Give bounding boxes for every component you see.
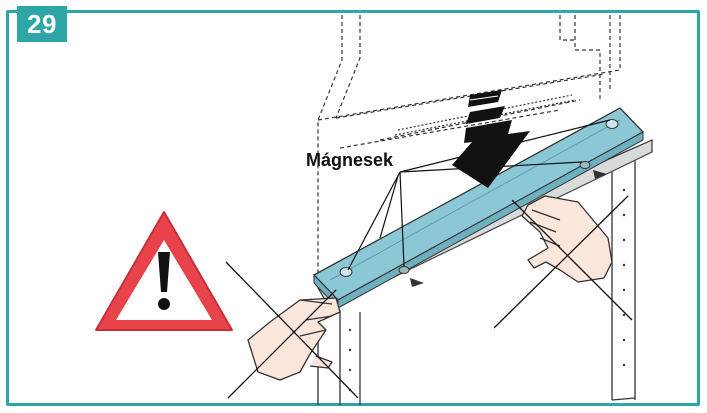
right-hand bbox=[521, 195, 613, 283]
cabinet bbox=[317, 150, 636, 405]
magnets-label: Mágnesek bbox=[306, 150, 394, 170]
step-frame bbox=[6, 10, 700, 406]
magnet-leader-lines bbox=[347, 119, 611, 271]
warning-triangle-icon bbox=[95, 211, 233, 331]
step-number-badge: 29 bbox=[17, 6, 67, 42]
left-hand bbox=[247, 297, 341, 381]
cabinet-holes bbox=[348, 188, 626, 392]
magnetic-cover-panel bbox=[312, 107, 645, 310]
crossing-lines bbox=[225, 195, 633, 399]
press-down-arrow-icon bbox=[452, 90, 530, 188]
slide-arrows bbox=[410, 170, 607, 287]
